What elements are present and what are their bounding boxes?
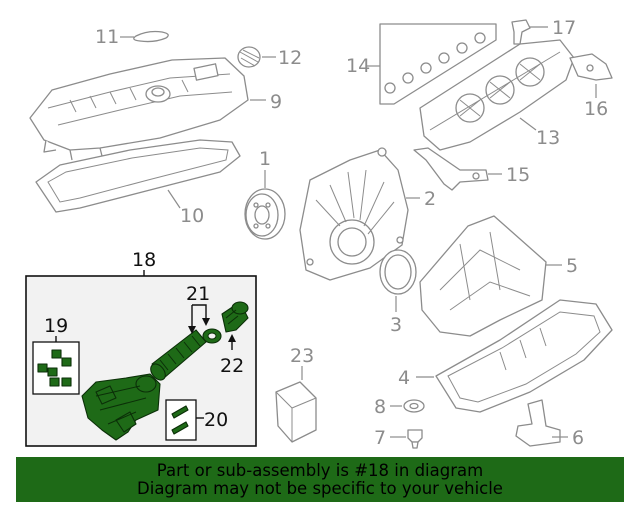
part-3-seal[interactable] xyxy=(379,249,417,295)
callout-8: 8 xyxy=(374,396,386,418)
part-21-filter-element[interactable] xyxy=(148,328,222,383)
info-banner: Part or sub-assembly is #18 in diagram D… xyxy=(16,457,624,502)
part-5-oil-pan-upper[interactable] xyxy=(419,215,547,337)
part-20-box[interactable] xyxy=(165,399,197,441)
callout-14: 14 xyxy=(346,55,370,77)
part-23-filter[interactable] xyxy=(275,381,317,443)
part-10-gasket[interactable] xyxy=(35,139,241,213)
leader-21-arrows xyxy=(188,318,210,334)
callout-6: 6 xyxy=(572,427,584,449)
callout-13: 13 xyxy=(536,127,560,149)
callout-9: 9 xyxy=(270,91,282,113)
banner-line-2: Diagram may not be specific to your vehi… xyxy=(137,478,503,498)
callout-3: 3 xyxy=(390,314,402,336)
part-16-bracket[interactable] xyxy=(569,53,613,81)
part-22-filter-cap[interactable] xyxy=(221,301,249,333)
part-14-gasket-set[interactable] xyxy=(379,23,497,105)
leader-13 xyxy=(519,117,537,131)
part-13-intake-manifold[interactable] xyxy=(419,39,575,151)
callout-12: 12 xyxy=(278,47,302,69)
callout-4: 4 xyxy=(398,367,410,389)
leader-10 xyxy=(167,189,181,209)
callout-16: 16 xyxy=(584,98,608,120)
part-20-bolts[interactable] xyxy=(171,405,189,435)
part-19-hardware[interactable] xyxy=(37,349,72,387)
callout-23: 23 xyxy=(290,345,314,367)
callout-22: 22 xyxy=(220,355,244,377)
callout-21: 21 xyxy=(186,283,210,305)
callout-7: 7 xyxy=(374,427,386,449)
part-2-timing-cover[interactable] xyxy=(299,147,409,281)
callout-20: 20 xyxy=(204,409,228,431)
callout-2: 2 xyxy=(424,188,436,210)
callout-5: 5 xyxy=(566,255,578,277)
part-12-cap[interactable] xyxy=(237,46,261,68)
callout-19: 19 xyxy=(44,315,68,337)
callout-17: 17 xyxy=(552,17,576,39)
leader-22-arrow xyxy=(228,334,236,342)
leader-21 xyxy=(191,304,207,330)
parts-diagram: 11 12 9 10 1 xyxy=(25,17,613,449)
part-4-oil-pan-lower[interactable] xyxy=(435,299,613,413)
part-7-bolt[interactable] xyxy=(407,429,423,449)
part-15-bracket[interactable] xyxy=(413,147,489,191)
part-6-pipe[interactable] xyxy=(515,399,561,447)
part-1-pulley[interactable] xyxy=(244,188,286,240)
part-8-washer[interactable] xyxy=(403,399,425,413)
part-9-valve-cover[interactable] xyxy=(29,57,249,161)
part-17-sensor[interactable] xyxy=(511,19,531,45)
callout-11: 11 xyxy=(95,26,119,48)
banner-line-1: Part or sub-assembly is #18 in diagram xyxy=(156,460,484,480)
callout-1: 1 xyxy=(259,148,271,170)
callout-15: 15 xyxy=(506,164,530,186)
part-18-oil-filter-housing[interactable] xyxy=(81,373,161,441)
part-11-seal[interactable] xyxy=(133,30,169,43)
callout-18: 18 xyxy=(132,249,156,271)
callout-10: 10 xyxy=(180,205,204,227)
